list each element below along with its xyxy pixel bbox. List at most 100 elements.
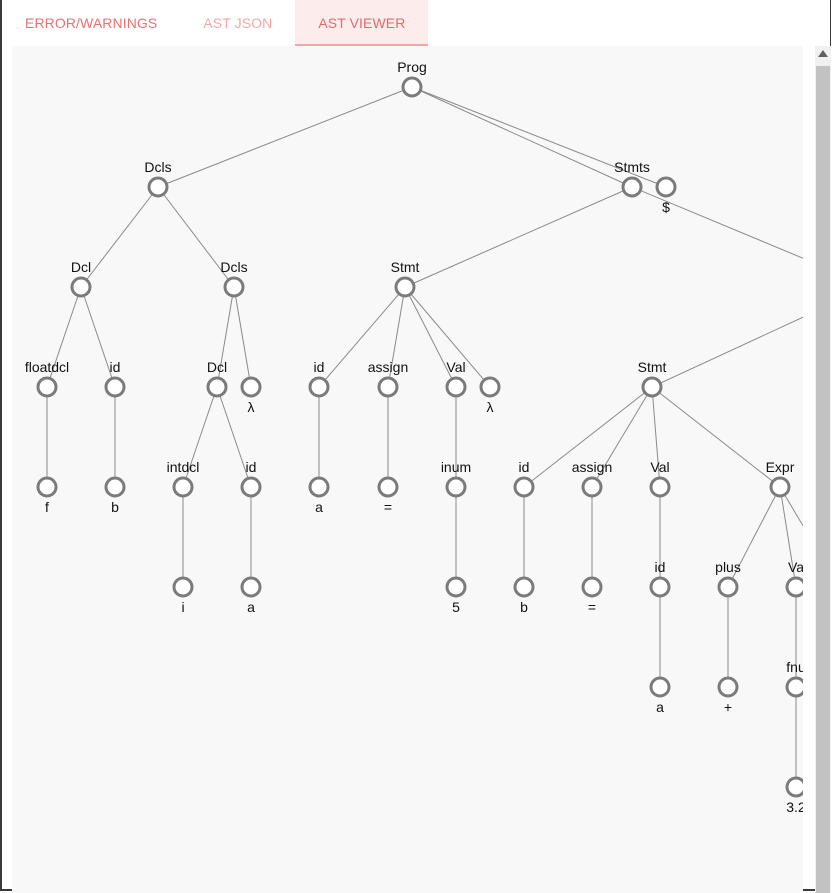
- tree-node-five[interactable]: 5: [445, 576, 467, 615]
- tree-node-circle[interactable]: [308, 476, 330, 498]
- tree-node-id5[interactable]: id: [649, 559, 671, 598]
- tab-error-warnings[interactable]: ERROR/WARNINGS: [25, 15, 158, 31]
- tree-node-label: a: [656, 699, 664, 715]
- tree-node-fnum[interactable]: fnu: [785, 659, 803, 698]
- tree-node-circle[interactable]: [70, 276, 92, 298]
- tree-node-circle[interactable]: [785, 576, 803, 598]
- tree-node-label: b: [520, 599, 528, 615]
- tree-node-circle[interactable]: [36, 376, 58, 398]
- tree-node-circle[interactable]: [172, 476, 194, 498]
- tree-node-assign2[interactable]: assign: [572, 459, 612, 498]
- tree-node-circle[interactable]: [394, 276, 416, 298]
- tree-edge: [80, 286, 116, 388]
- tree-node-a3[interactable]: a: [649, 676, 671, 715]
- tree-node-circle[interactable]: [717, 676, 739, 698]
- tree-node-prog[interactable]: Prog: [397, 59, 427, 98]
- scrollbar-thumb[interactable]: [816, 66, 830, 893]
- tree-node-label: Va: [788, 559, 803, 575]
- tree-node-circle[interactable]: [308, 376, 330, 398]
- tree-node-eq2[interactable]: =: [581, 576, 603, 615]
- tree-node-circle[interactable]: [206, 376, 228, 398]
- tree-node-circle[interactable]: [649, 576, 671, 598]
- tree-node-circle[interactable]: [655, 176, 677, 198]
- scroll-up-arrow-icon[interactable]: [818, 50, 828, 57]
- tree-node-circle[interactable]: [401, 76, 423, 98]
- tree-node-assign1[interactable]: assign: [368, 359, 408, 398]
- tree-node-val3[interactable]: Va: [785, 559, 803, 598]
- tree-node-val2[interactable]: Val: [649, 459, 671, 498]
- tree-node-circle[interactable]: [36, 476, 58, 498]
- tab-ast-json[interactable]: AST JSON: [203, 15, 273, 31]
- tree-node-circle[interactable]: [377, 376, 399, 398]
- tree-node-circle[interactable]: [104, 376, 126, 398]
- tree-node-id3[interactable]: id: [240, 459, 262, 498]
- tree-node-dollar[interactable]: $: [655, 176, 677, 215]
- tree-node-circle[interactable]: [621, 176, 643, 198]
- tree-node-intdcl[interactable]: intdcl: [167, 459, 200, 498]
- tree-node-val1[interactable]: Val: [445, 359, 467, 398]
- tree-node-circle[interactable]: [785, 676, 803, 698]
- tree-node-plussym[interactable]: +: [717, 676, 739, 715]
- tree-node-label: fnu: [786, 659, 803, 675]
- tree-node-circle[interactable]: [581, 476, 603, 498]
- tree-node-circle[interactable]: [445, 476, 467, 498]
- tree-node-circle[interactable]: [377, 476, 399, 498]
- tab-ast-viewer[interactable]: AST VIEWER: [295, 0, 429, 46]
- tree-edge: [651, 316, 803, 388]
- tree-node-circle[interactable]: [769, 476, 791, 498]
- tree-node-b1[interactable]: b: [104, 476, 126, 515]
- tree-edge: [411, 86, 667, 188]
- tree-node-i[interactable]: i: [172, 576, 194, 615]
- tree-node-dcl2[interactable]: Dcl: [206, 359, 228, 398]
- tree-node-label: id: [110, 359, 121, 375]
- tree-node-circle[interactable]: [581, 576, 603, 598]
- tree-node-circle[interactable]: [223, 276, 245, 298]
- tree-edge: [157, 186, 235, 288]
- tree-node-b2[interactable]: b: [513, 576, 535, 615]
- tree-node-floatdcl[interactable]: floatdcl: [25, 359, 69, 398]
- tree-node-label: Dcl: [71, 259, 91, 275]
- tree-node-circle[interactable]: [240, 376, 262, 398]
- tree-node-lambda1[interactable]: λ: [240, 376, 262, 415]
- tree-node-circle[interactable]: [172, 576, 194, 598]
- tree-node-stmt2[interactable]: Stmt: [638, 359, 667, 398]
- tree-node-id4[interactable]: id: [513, 459, 535, 498]
- tree-node-label: Val: [650, 459, 669, 475]
- tree-node-circle[interactable]: [240, 476, 262, 498]
- tree-node-stmts1[interactable]: Stmts: [614, 159, 650, 198]
- tree-node-stmt1[interactable]: Stmt: [391, 259, 420, 298]
- vertical-scrollbar[interactable]: [815, 46, 831, 893]
- tree-node-circle[interactable]: [104, 476, 126, 498]
- tree-node-circle[interactable]: [785, 776, 803, 798]
- tree-node-dcl1[interactable]: Dcl: [70, 259, 92, 298]
- tree-node-id2[interactable]: id: [308, 359, 330, 398]
- tree-node-dcls1[interactable]: Dcls: [144, 159, 172, 198]
- tree-node-circle[interactable]: [649, 676, 671, 698]
- tree-node-num32[interactable]: 3.2: [785, 776, 803, 815]
- tree-node-plus[interactable]: plus: [715, 559, 741, 598]
- tree-node-circle[interactable]: [641, 376, 663, 398]
- tree-edge: [216, 286, 235, 388]
- tree-node-circle[interactable]: [240, 576, 262, 598]
- tree-node-circle[interactable]: [479, 376, 501, 398]
- tree-node-expr[interactable]: Expr: [766, 459, 795, 498]
- tree-node-lambda2[interactable]: λ: [479, 376, 501, 415]
- tree-node-inum[interactable]: inum: [441, 459, 471, 498]
- tree-node-a1[interactable]: a: [308, 476, 330, 515]
- tree-node-f[interactable]: f: [36, 476, 58, 515]
- tree-node-circle[interactable]: [513, 476, 535, 498]
- tree-node-circle[interactable]: [147, 176, 169, 198]
- tree-node-dcls2[interactable]: Dcls: [220, 259, 248, 298]
- tree-node-circle[interactable]: [513, 576, 535, 598]
- tree-node-circle[interactable]: [445, 576, 467, 598]
- tree-node-label: f: [45, 499, 49, 515]
- tree-edge: [387, 286, 406, 388]
- tree-node-circle[interactable]: [445, 376, 467, 398]
- tree-node-a2[interactable]: a: [240, 576, 262, 615]
- tree-node-circle[interactable]: [649, 476, 671, 498]
- tree-node-id1[interactable]: id: [104, 359, 126, 398]
- tree-node-eq1[interactable]: =: [377, 476, 399, 515]
- tree-node-label: id: [655, 559, 666, 575]
- tree-node-circle[interactable]: [717, 576, 739, 598]
